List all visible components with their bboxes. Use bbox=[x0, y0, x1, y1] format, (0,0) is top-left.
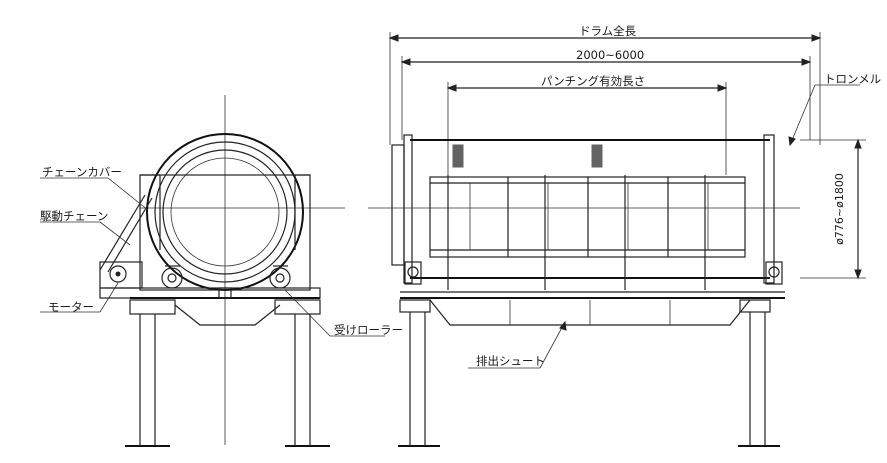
label-punching-effective-length: パンチング有効長さ bbox=[541, 74, 646, 88]
front-view bbox=[40, 95, 385, 447]
label-motor: モーター bbox=[48, 300, 94, 314]
label-chain-cover: チェーンカバー bbox=[42, 165, 122, 179]
side-view bbox=[368, 32, 866, 447]
label-discharge-chute: 排出シュート bbox=[476, 354, 545, 368]
label-trommel: トロンメル bbox=[824, 72, 882, 86]
label-length-range: 2000~6000 bbox=[576, 48, 645, 62]
label-diameter-range: ø776~ø1800 bbox=[833, 173, 846, 245]
label-drum-total-length: ドラム全長 bbox=[579, 24, 637, 38]
label-drive-chain: 駆動チェーン bbox=[40, 209, 109, 223]
label-support-roller: 受けローラー bbox=[334, 323, 403, 337]
